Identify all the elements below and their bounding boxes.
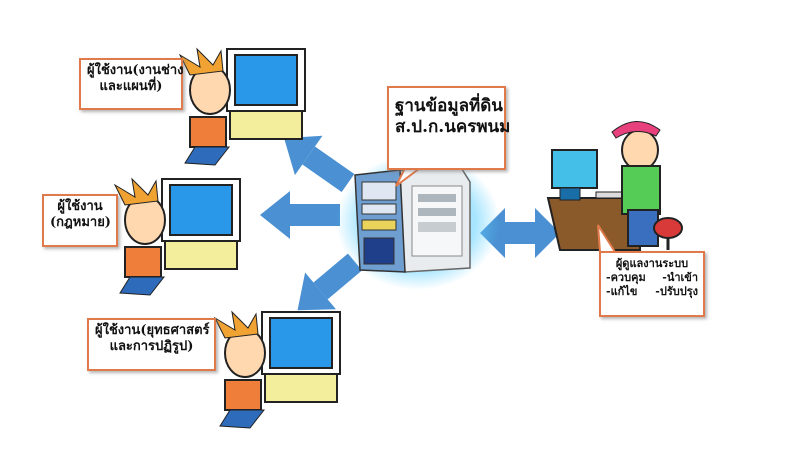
admin-label: ผู้ดูแลงานระบบ -ควบคุม -นำเข้า -แก้ไข -ป… — [599, 251, 705, 317]
user-computer-icon-2 — [113, 177, 241, 296]
server-icon — [336, 154, 500, 290]
admin-role-control: -ควบคุม — [606, 270, 646, 284]
server-label: ฐานข้อมูลที่ดิน ส.ป.ก.นครพนม — [387, 86, 511, 170]
server-label-line1: ฐานข้อมูลที่ดิน — [395, 96, 503, 116]
user-computer-icon-3 — [213, 310, 341, 429]
user-label-1: ผู้ใช้งาน(งานช่าง และแผนที่) — [79, 58, 183, 110]
admin-roles-row-1: -ควบคุม -นำเข้า — [606, 271, 698, 285]
arrow-icon-to-user-1 — [284, 135, 355, 193]
admin-roles-row-2: -แก้ไข -ปรับปรุง — [606, 285, 698, 299]
user-computer-icon-1 — [178, 47, 306, 166]
admin-computer-icon — [546, 121, 683, 251]
user-label-3: ผู้ใช้งาน(ยุทธศาสตร์ และการปฏิรูป) — [87, 318, 216, 371]
user-label-1-line1: ผู้ใช้งาน(งานช่าง — [87, 63, 184, 78]
admin-role-edit: -แก้ไข — [606, 284, 638, 298]
arrow-icon-to-user-2 — [260, 191, 340, 239]
server-label-line2: ส.ป.ก.นครพนม — [395, 117, 511, 138]
user-label-3-line2: และการปฏิรูป) — [109, 339, 194, 355]
user-label-2-line1: ผู้ใช้งาน — [57, 199, 103, 214]
user-label-1-line2: และแผนที่) — [99, 79, 163, 95]
arrow-group — [260, 135, 560, 311]
user-label-2: ผู้ใช้งาน (กฎหมาย) — [42, 194, 118, 247]
admin-title: ผู้ดูแลงานระบบ — [615, 257, 689, 270]
admin-role-update: -ปรับปรุง — [655, 284, 698, 298]
user-label-2-line2: (กฎหมาย) — [50, 215, 111, 231]
user-label-3-line1: ผู้ใช้งาน(ยุทธศาสตร์ — [95, 323, 210, 338]
admin-role-import: -นำเข้า — [662, 270, 698, 284]
arrow-icon-to-user-3 — [297, 253, 363, 311]
